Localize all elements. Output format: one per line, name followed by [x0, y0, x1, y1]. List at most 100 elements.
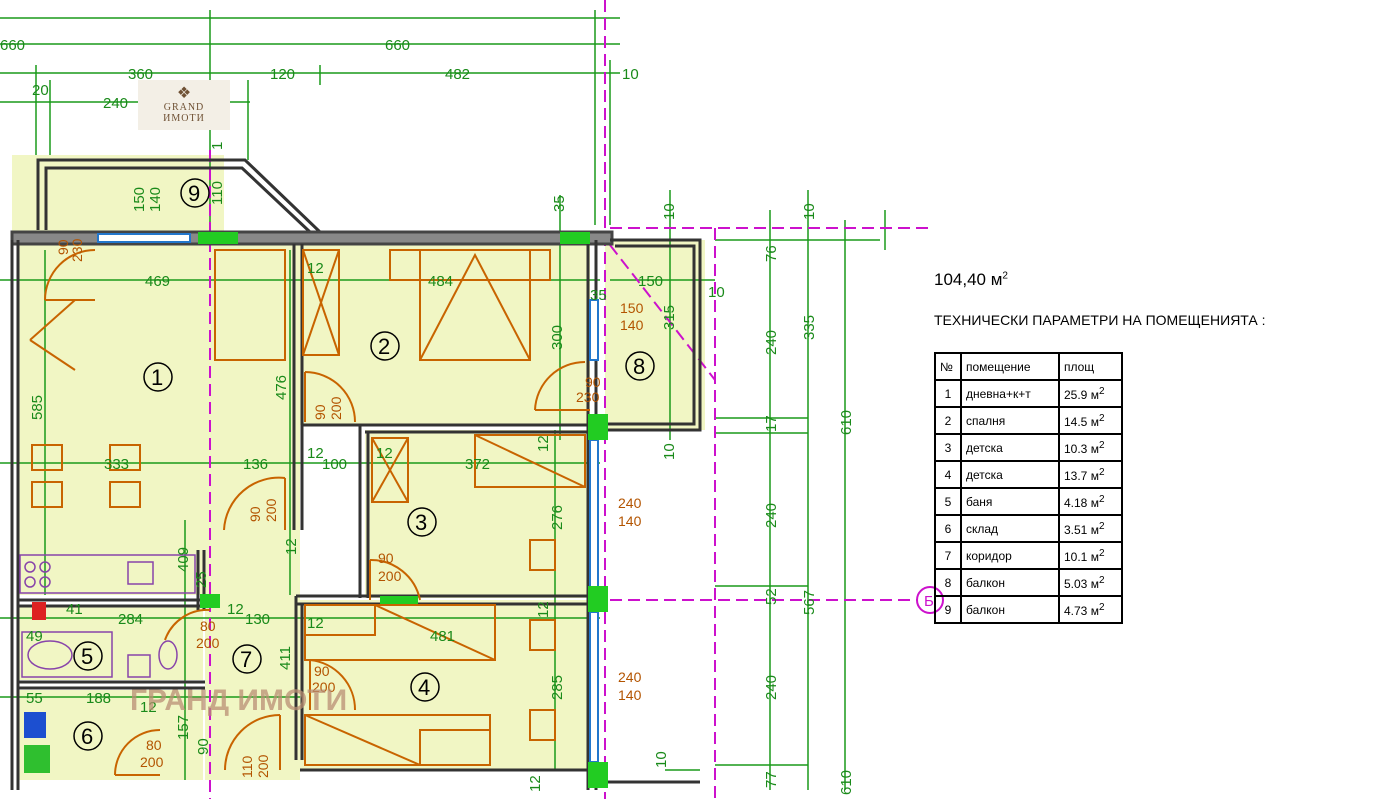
dim: 10 — [661, 203, 678, 220]
row-area-exponent: 2 — [1098, 547, 1105, 559]
row-number: 4 — [934, 460, 962, 489]
row-room: балкон — [960, 595, 1060, 624]
dim: 585 — [29, 395, 46, 420]
row-number: 8 — [934, 568, 962, 597]
row-area: 25.9 м2 — [1058, 379, 1123, 408]
row-number: 2 — [934, 406, 962, 435]
row-number: 1 — [934, 379, 962, 408]
dim: 284 — [118, 611, 143, 628]
door-dim: 200 — [196, 635, 220, 651]
row-number: 9 — [934, 595, 962, 624]
row-area-exponent: 2 — [1098, 574, 1105, 586]
dim: 240 — [103, 95, 128, 112]
door-dim: 150 — [620, 300, 644, 316]
dim: 315 — [661, 305, 678, 330]
dim: 469 — [145, 273, 170, 290]
row-number: 7 — [934, 541, 962, 570]
dim: 12 — [140, 699, 157, 716]
dim: 12 — [227, 601, 244, 618]
logo: ❖ GRAND ИМОТИ — [138, 80, 230, 130]
dim: 12 — [376, 445, 393, 462]
dim: 240 — [763, 330, 780, 355]
row-area: 13.7 м2 — [1058, 460, 1123, 489]
dim: 20 — [32, 82, 49, 99]
room-number-labels: 1 2 3 4 5 6 7 8 9 — [81, 181, 645, 749]
row-area-value: 3.51 м — [1064, 522, 1099, 537]
top-dimensions: 660 660 360 120 482 10 20 240 — [0, 37, 639, 112]
boiler — [24, 712, 46, 738]
room-number: 5 — [81, 644, 93, 669]
room-number: 1 — [151, 365, 163, 390]
row-area-value: 10.3 м — [1064, 441, 1099, 456]
dim: 482 — [445, 66, 470, 83]
dim: 240 — [763, 503, 780, 528]
row-area: 10.3 м2 — [1058, 433, 1123, 462]
door-dim: 80 — [200, 618, 216, 634]
dim: 90 — [195, 738, 212, 755]
dim: 12 — [307, 445, 324, 462]
row-area-exponent: 2 — [1098, 466, 1105, 478]
dim: 660 — [385, 37, 410, 54]
door-dim: 110 — [239, 755, 255, 778]
door-dim: 140 — [618, 513, 642, 529]
dim: 55 — [26, 690, 43, 707]
door-dim: 90 — [312, 404, 328, 420]
total-area-unit-exponent: 2 — [1002, 270, 1008, 282]
dim: 610 — [838, 410, 855, 435]
row-area-value: 5.03 м — [1064, 576, 1099, 591]
plan-dimensions: 469 484 150 10 333 136 100 372 284 130 4… — [26, 142, 855, 795]
dim: 150 — [638, 273, 663, 290]
room-number: 8 — [633, 354, 645, 379]
door-dim: 200 — [378, 568, 402, 584]
dim: 77 — [763, 771, 780, 788]
door-dim: 90 — [314, 663, 330, 679]
row-area-exponent: 2 — [1098, 493, 1105, 505]
room-number: 6 — [81, 724, 93, 749]
dim: 240 — [763, 675, 780, 700]
door-dim: 140 — [618, 687, 642, 703]
table-header-row: № помещение площ — [934, 352, 1123, 381]
row-area: 4.73 м2 — [1058, 595, 1123, 624]
dim: 12 — [307, 615, 324, 632]
dim: 276 — [549, 505, 566, 530]
logo-line2: ИМОТИ — [163, 113, 205, 124]
axis-marker-label: Б — [924, 593, 934, 610]
dim: 35 — [551, 195, 568, 212]
room-number: 3 — [415, 510, 427, 535]
dim: 360 — [128, 66, 153, 83]
door-dim: 200 — [328, 396, 344, 420]
row-number: 6 — [934, 514, 962, 543]
dim: 10 — [661, 443, 678, 460]
dim: 130 — [245, 611, 270, 628]
dim: 481 — [430, 628, 455, 645]
door-dim: 90 — [585, 374, 601, 390]
watermark: ГРАНД ИМОТИ — [130, 684, 347, 717]
logo-line1: GRAND — [163, 102, 205, 113]
door-dim: 230 — [69, 238, 85, 262]
dim: 157 — [175, 715, 192, 740]
row-area-value: 25.9 м — [1064, 387, 1099, 402]
header-area: площ — [1058, 352, 1123, 381]
dim: 41 — [66, 601, 83, 618]
row-area-value: 14.5 м — [1064, 414, 1099, 429]
row-area: 5.03 м2 — [1058, 568, 1123, 597]
header-number: № — [934, 352, 962, 381]
doors-furniture — [29, 249, 590, 776]
washer — [24, 745, 50, 773]
dimension-lines — [0, 10, 886, 790]
dim: 372 — [465, 456, 490, 473]
dim: 12 — [527, 775, 544, 792]
room-number: 9 — [188, 181, 200, 206]
door-dim: 90 — [55, 239, 71, 255]
door-labels: 90 230 150 140 90 230 90 200 90 200 90 2… — [55, 238, 644, 778]
dim: 1 — [209, 142, 226, 150]
dim: 136 — [243, 456, 268, 473]
dim: 100 — [322, 456, 347, 473]
door-dim: 200 — [255, 754, 271, 778]
dim: 333 — [104, 456, 129, 473]
